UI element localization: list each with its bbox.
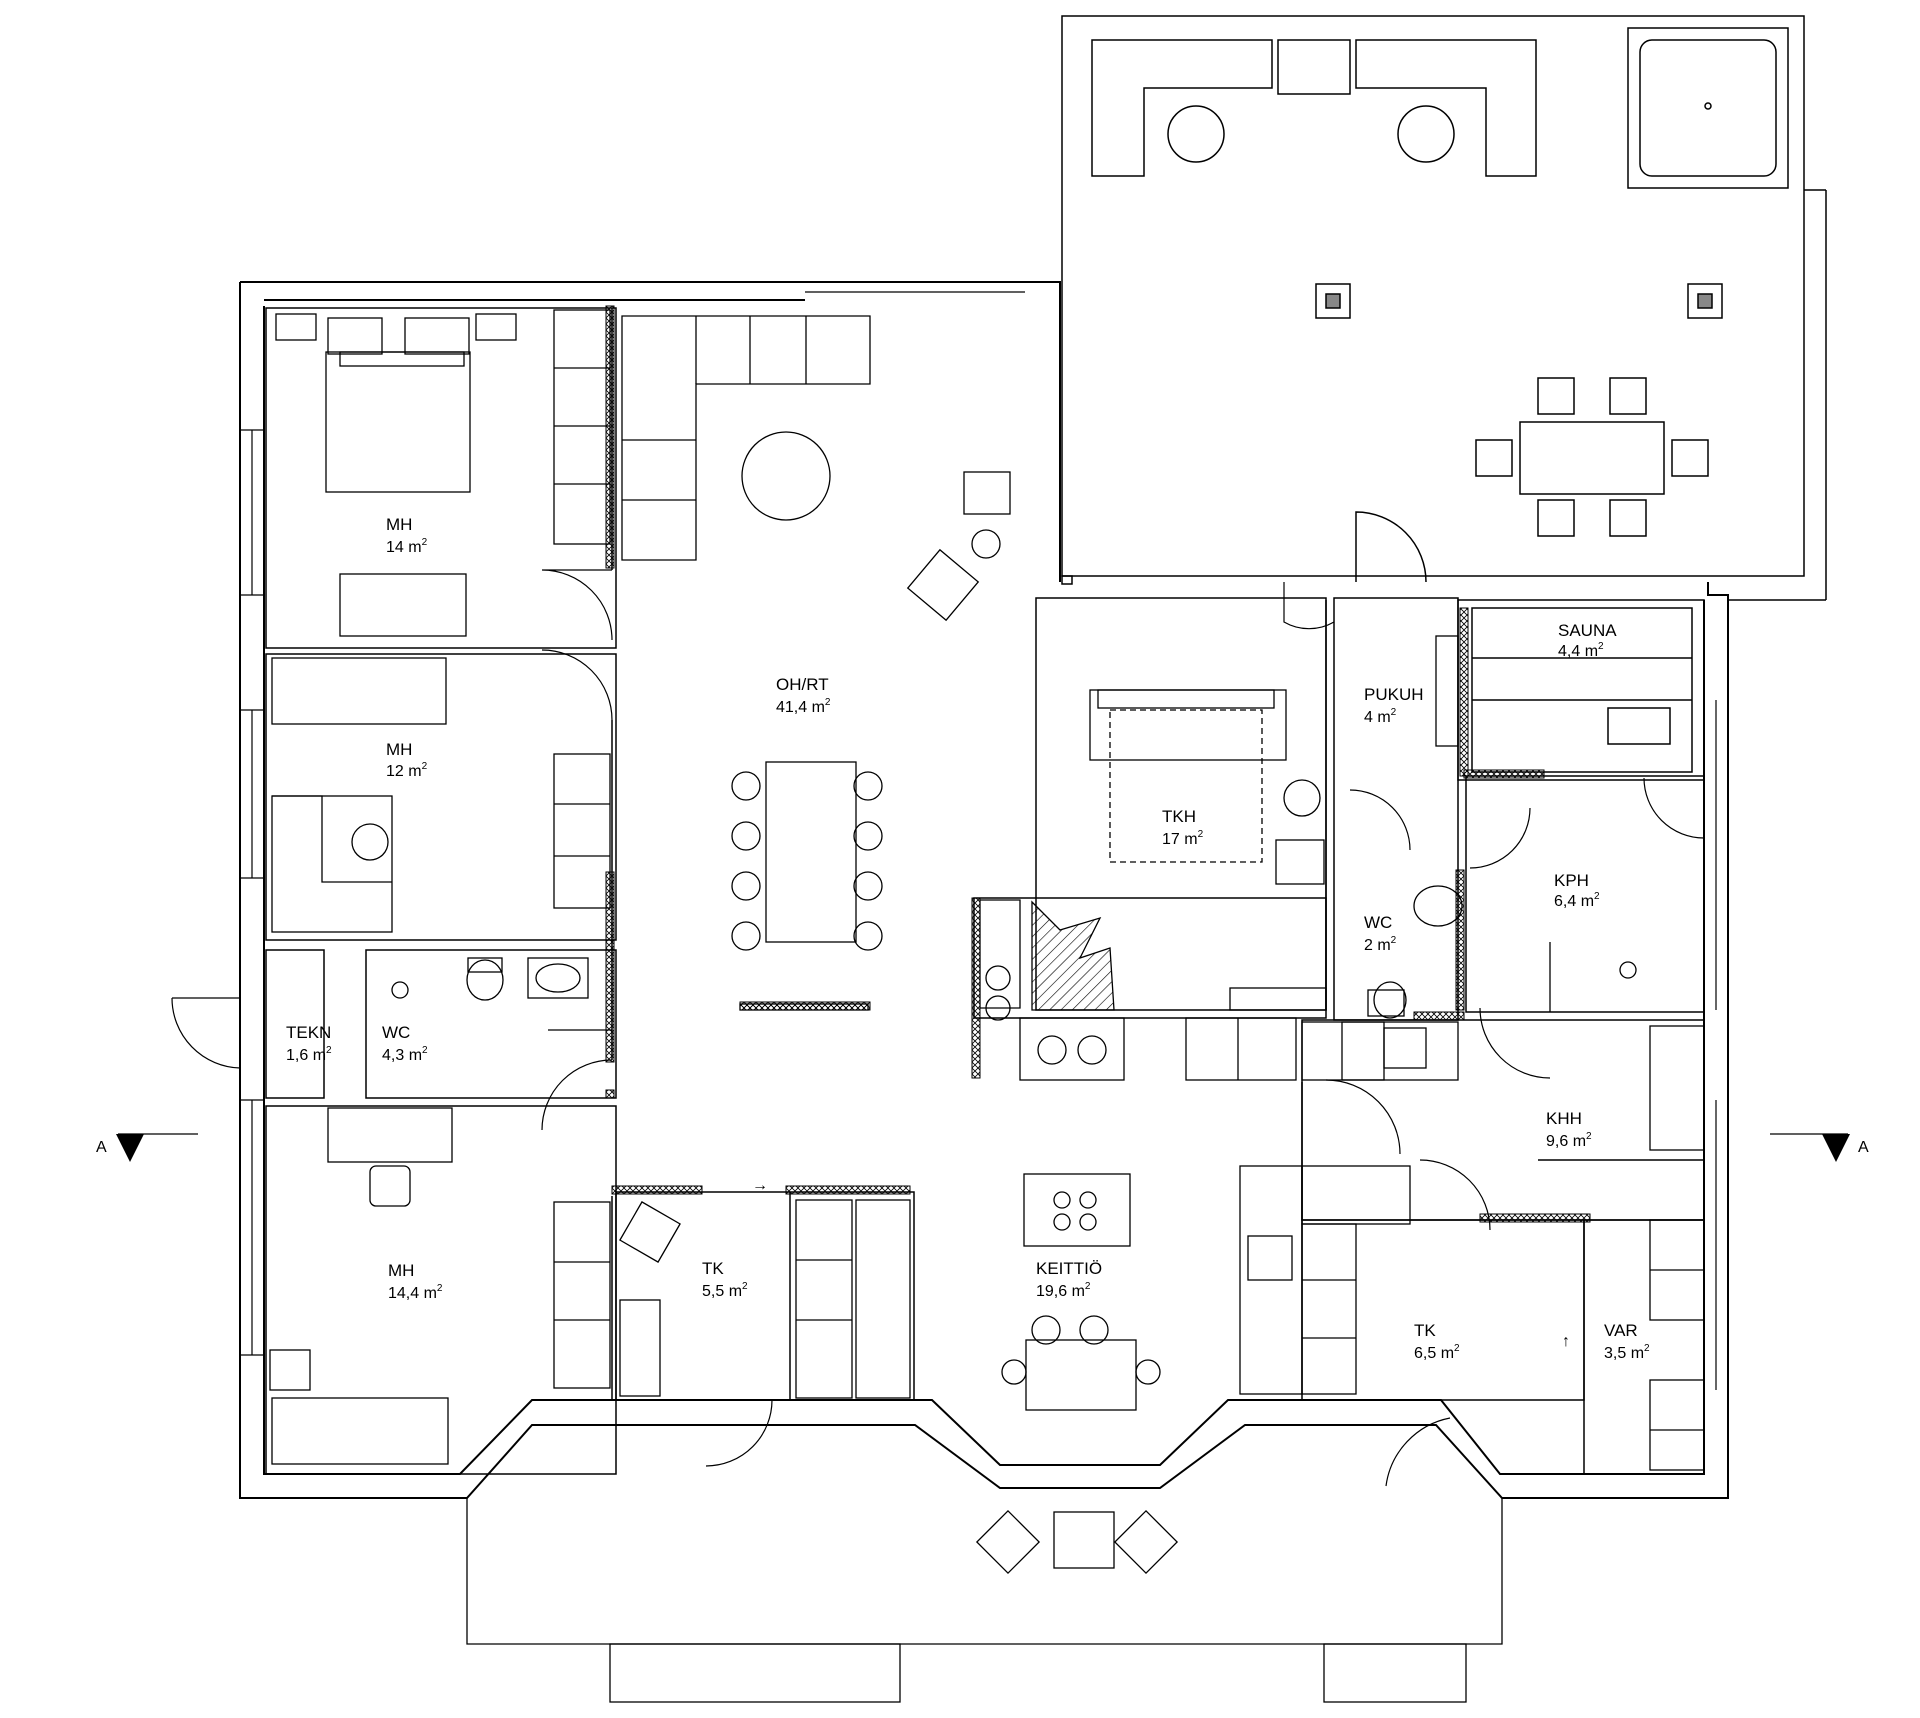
room-area-tk1: 5,5 m2 <box>702 1281 748 1300</box>
room-name-mh2: MH <box>386 740 412 759</box>
room-name-wc1: WC <box>382 1023 410 1042</box>
room-name-ohrt: OH/RT <box>776 675 829 694</box>
room-name-keittio: KEITTIÖ <box>1036 1259 1102 1278</box>
room-area-wc2: 2 m2 <box>1364 935 1397 954</box>
room-name-sauna: SAUNA <box>1558 621 1617 640</box>
interior-walls <box>265 307 1705 1475</box>
section-label-left: A <box>96 1139 107 1156</box>
room-name-mh1: MH <box>386 515 412 534</box>
room-name-tkh: TKH <box>1162 807 1196 826</box>
room-area-sauna: 4,4 m2 <box>1558 641 1604 660</box>
room-labels: MH 14 m2 MH 12 m2 MH 14,4 m2 OH/RT 41,4 … <box>286 515 1650 1362</box>
room-name-kph: KPH <box>1554 871 1589 890</box>
room-area-mh3: 14,4 m2 <box>388 1283 443 1302</box>
room-name-pukuh: PUKUH <box>1364 685 1424 704</box>
room-area-kph: 6,4 m2 <box>1554 891 1600 910</box>
section-marker-left: A <box>96 1133 198 1162</box>
room-name-tekn: TEKN <box>286 1023 331 1042</box>
room-area-ohrt: 41,4 m2 <box>776 697 831 716</box>
stair-arrow-up: ↑ <box>1562 1333 1570 1350</box>
room-area-khh: 9,6 m2 <box>1546 1131 1592 1150</box>
terrace-top <box>1061 15 1827 601</box>
exterior-walls <box>239 281 1729 1499</box>
section-marker-right: A <box>1770 1133 1869 1162</box>
room-area-keittio: 19,6 m2 <box>1036 1281 1091 1300</box>
room-name-var: VAR <box>1604 1321 1638 1340</box>
stair-arrow-right: → <box>752 1177 768 1194</box>
room-area-tkh: 17 m2 <box>1162 829 1204 848</box>
room-area-mh2: 12 m2 <box>386 761 428 780</box>
doors <box>171 569 1705 1487</box>
room-name-tk1: TK <box>702 1259 724 1278</box>
furniture <box>269 309 1705 1703</box>
room-area-var: 3,5 m2 <box>1604 1343 1650 1362</box>
section-label-right: A <box>1858 1139 1869 1156</box>
room-name-mh3: MH <box>388 1261 414 1280</box>
room-area-pukuh: 4 m2 <box>1364 707 1397 726</box>
hatched-walls <box>605 305 1591 1223</box>
room-name-tk2: TK <box>1414 1321 1436 1340</box>
room-area-mh1: 14 m2 <box>386 537 428 556</box>
room-name-khh: KHH <box>1546 1109 1582 1128</box>
room-area-wc1: 4,3 m2 <box>382 1045 428 1064</box>
room-name-wc2: WC <box>1364 913 1392 932</box>
room-area-tekn: 1,6 m2 <box>286 1045 332 1064</box>
room-area-tk2: 6,5 m2 <box>1414 1343 1460 1362</box>
